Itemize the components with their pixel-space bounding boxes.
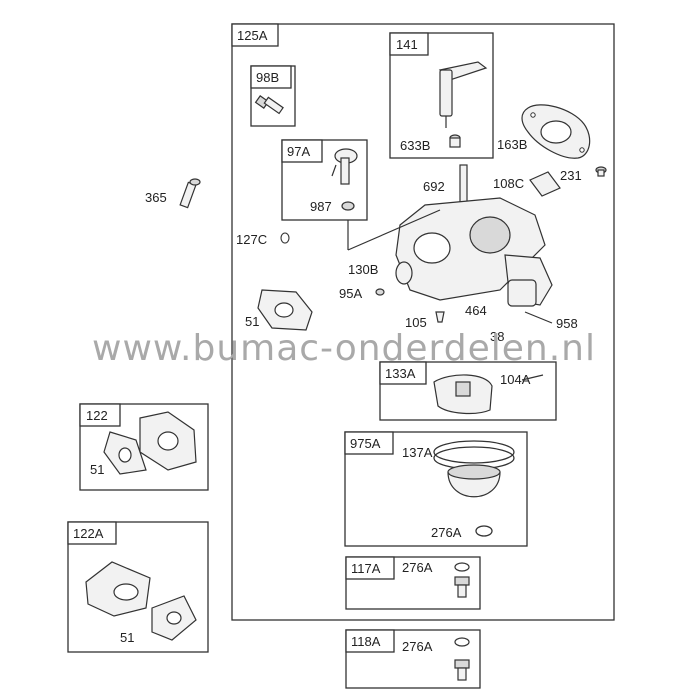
label-130B: 130B <box>348 262 378 277</box>
label-51-b: 51 <box>90 462 104 477</box>
group-98B-label: 98B <box>256 70 279 85</box>
label-127C: 127C <box>236 232 267 247</box>
plate-130B-part <box>395 261 413 285</box>
leader-958 <box>524 311 553 324</box>
group-141-label: 141 <box>396 37 418 52</box>
group-118A-tag <box>345 629 395 653</box>
watermark-text: www.bumac-onderdelen.nl <box>92 328 596 369</box>
group-122A-frame <box>67 521 209 653</box>
label-987: 987 <box>310 199 332 214</box>
label-958: 958 <box>556 316 578 331</box>
bushing-633B-part <box>449 134 461 148</box>
label-365: 365 <box>145 190 167 205</box>
choke-lever-part <box>438 61 488 128</box>
screw-98B-part <box>254 95 284 115</box>
label-633B: 633B <box>400 138 430 153</box>
group-141-frame <box>389 32 494 159</box>
group-975A-frame <box>344 431 528 547</box>
group-133A-frame <box>379 361 557 421</box>
group-122-label: 122 <box>86 408 108 423</box>
bracket-108C-part <box>529 171 561 197</box>
spacer-122A-part <box>85 561 151 617</box>
group-125A-label: 125A <box>237 28 268 43</box>
group-117A-label: 117A <box>351 561 381 576</box>
label-105: 105 <box>405 315 427 330</box>
label-137A: 137A <box>402 445 433 460</box>
group-125A-frame <box>231 23 615 621</box>
label-38: 38 <box>490 329 504 344</box>
group-141-tag <box>389 32 429 56</box>
label-104A: 104A <box>500 372 531 387</box>
group-975A-label: 975A <box>350 436 381 451</box>
bolt-117A-part <box>454 562 470 598</box>
group-133A-tag <box>379 361 427 385</box>
label-95A: 95A <box>339 286 362 301</box>
group-97A-frame <box>281 139 368 221</box>
throttle-shaft-part <box>331 148 358 185</box>
group-122A-label: 122A <box>73 526 104 541</box>
label-108C: 108C <box>493 176 524 191</box>
group-122-frame <box>79 403 209 491</box>
screw-231-part <box>595 166 607 177</box>
label-163B: 163B <box>497 137 527 152</box>
gasket-51-part <box>257 289 313 331</box>
group-125A-tag <box>231 23 279 47</box>
group-122A-tag <box>67 521 117 545</box>
washer-987-part <box>341 201 355 211</box>
label-231: 231 <box>560 168 582 183</box>
stud-365-part <box>179 178 201 209</box>
group-97A-tag <box>281 139 323 163</box>
group-118A-label: 118A <box>351 634 381 649</box>
group-117A-frame <box>345 556 481 610</box>
washer-276A-part-a <box>475 525 493 537</box>
float-133A-part <box>433 374 493 415</box>
leader-97A-2 <box>347 209 441 251</box>
screw-95A-part <box>375 288 385 296</box>
gasket-51-c-part <box>151 595 197 641</box>
label-276A-a: 276A <box>431 525 462 540</box>
label-276A-b: 276A <box>402 560 433 575</box>
carburetor-body-part <box>395 197 553 307</box>
label-51-a: 51 <box>245 314 259 329</box>
gasket-51-b-part <box>103 431 147 475</box>
oring-127C-part <box>280 232 290 244</box>
group-133A-label: 133A <box>385 366 416 381</box>
bolt-118A-part <box>454 637 470 681</box>
group-118A-frame <box>345 629 481 689</box>
label-692: 692 <box>423 179 445 194</box>
group-122-tag <box>79 403 121 427</box>
gasket-163B-part <box>521 104 591 159</box>
group-98B-tag <box>250 65 292 89</box>
label-276A-c: 276A <box>402 639 433 654</box>
label-51-c: 51 <box>120 630 134 645</box>
group-975A-tag <box>344 431 394 455</box>
pin-104A-part <box>521 374 544 381</box>
group-97A-label: 97A <box>287 144 310 159</box>
label-464: 464 <box>465 303 487 318</box>
group-117A-tag <box>345 556 395 580</box>
bowl-137A-part <box>433 440 515 498</box>
spacer-122-part <box>139 411 197 471</box>
needle-105-part <box>435 311 445 323</box>
